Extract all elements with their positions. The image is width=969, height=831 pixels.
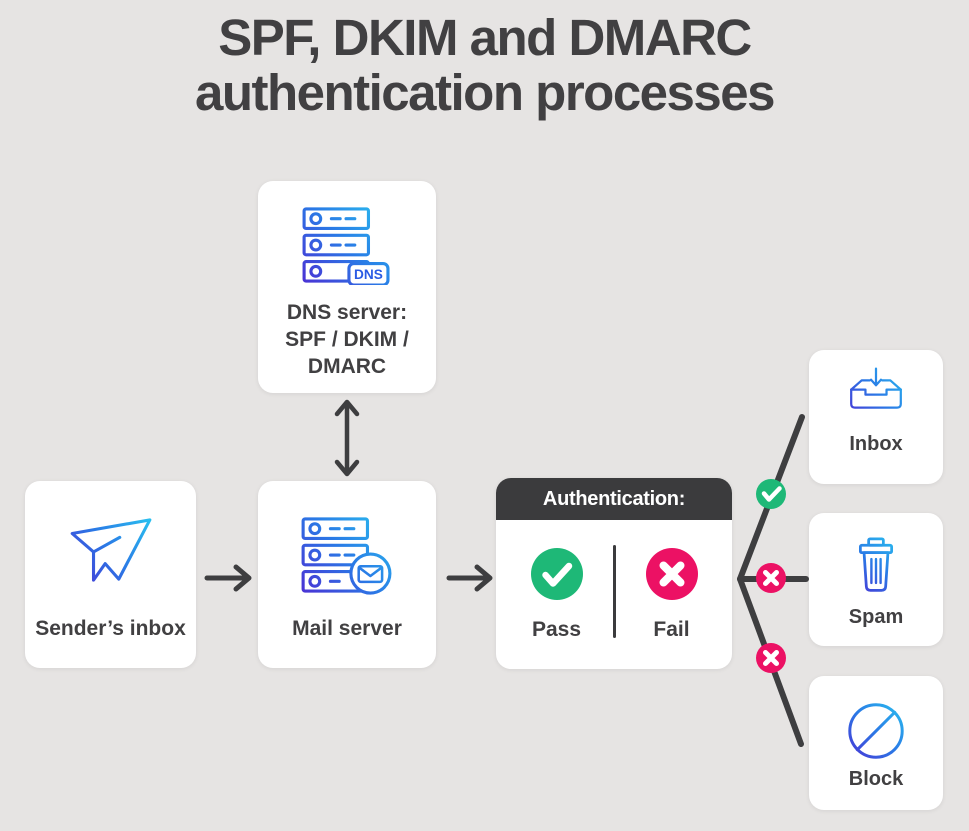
mail-server-icon xyxy=(301,517,392,595)
card-mail-server: Mail server xyxy=(258,481,436,668)
card-block: Block xyxy=(809,676,943,810)
pass-label: Pass xyxy=(531,618,582,641)
block-circle-icon xyxy=(848,703,904,759)
dns-badge-text: DNS xyxy=(354,267,383,282)
dns-label-line-3: DMARC xyxy=(307,355,387,378)
arrow-sender-to-mail xyxy=(204,564,252,592)
trash-icon xyxy=(858,537,894,592)
fail-column: Fail xyxy=(620,548,724,643)
dns-server-icon: DNS xyxy=(302,207,390,285)
dns-label-line-2: SPF / DKIM / xyxy=(285,328,409,351)
authentication-header: Authentication: xyxy=(496,478,732,520)
mail-label: Mail server xyxy=(292,617,402,640)
card-spam: Spam xyxy=(809,513,943,646)
card-inbox: Inbox xyxy=(809,350,943,484)
branch-line-block xyxy=(737,576,804,747)
card-senders-inbox: Sender’s inbox xyxy=(25,481,196,668)
dns-label: DNS server: SPF / DKIM / DMARC xyxy=(285,299,409,380)
fail-label: Fail xyxy=(653,618,690,641)
fail-badge-spam-icon xyxy=(756,563,786,593)
sender-label: Sender’s inbox xyxy=(35,617,186,640)
arrow-mail-to-auth xyxy=(446,564,493,592)
branch-line-inbox xyxy=(737,414,805,582)
card-dns-server: DNS DNS server: SPF / DKIM / DMARC xyxy=(258,181,436,393)
fail-badge-block-icon xyxy=(756,643,786,673)
arrow-dns-mail-bidirectional xyxy=(334,399,360,477)
pass-check-icon xyxy=(530,548,583,600)
branch-lines xyxy=(737,414,809,747)
authentication-body: Pass Fail xyxy=(496,520,732,643)
title-line-1: SPF, DKIM and DMARC xyxy=(218,9,752,66)
dns-label-line-1: DNS server: xyxy=(286,301,408,324)
title-line-2: authentication processes xyxy=(194,64,776,121)
auth-divider xyxy=(612,545,616,638)
fail-x-icon xyxy=(645,548,698,600)
block-label: Block xyxy=(848,768,904,790)
inbox-label: Inbox xyxy=(849,433,903,455)
card-authentication: Authentication: Pass Fail xyxy=(496,478,732,669)
inbox-tray-icon xyxy=(850,367,902,409)
page-title: SPF, DKIM and DMARC authentication proce… xyxy=(0,10,969,120)
pass-column: Pass xyxy=(505,548,609,643)
pass-badge-icon xyxy=(756,479,786,509)
spam-label: Spam xyxy=(848,606,904,628)
paper-plane-icon xyxy=(70,518,151,582)
